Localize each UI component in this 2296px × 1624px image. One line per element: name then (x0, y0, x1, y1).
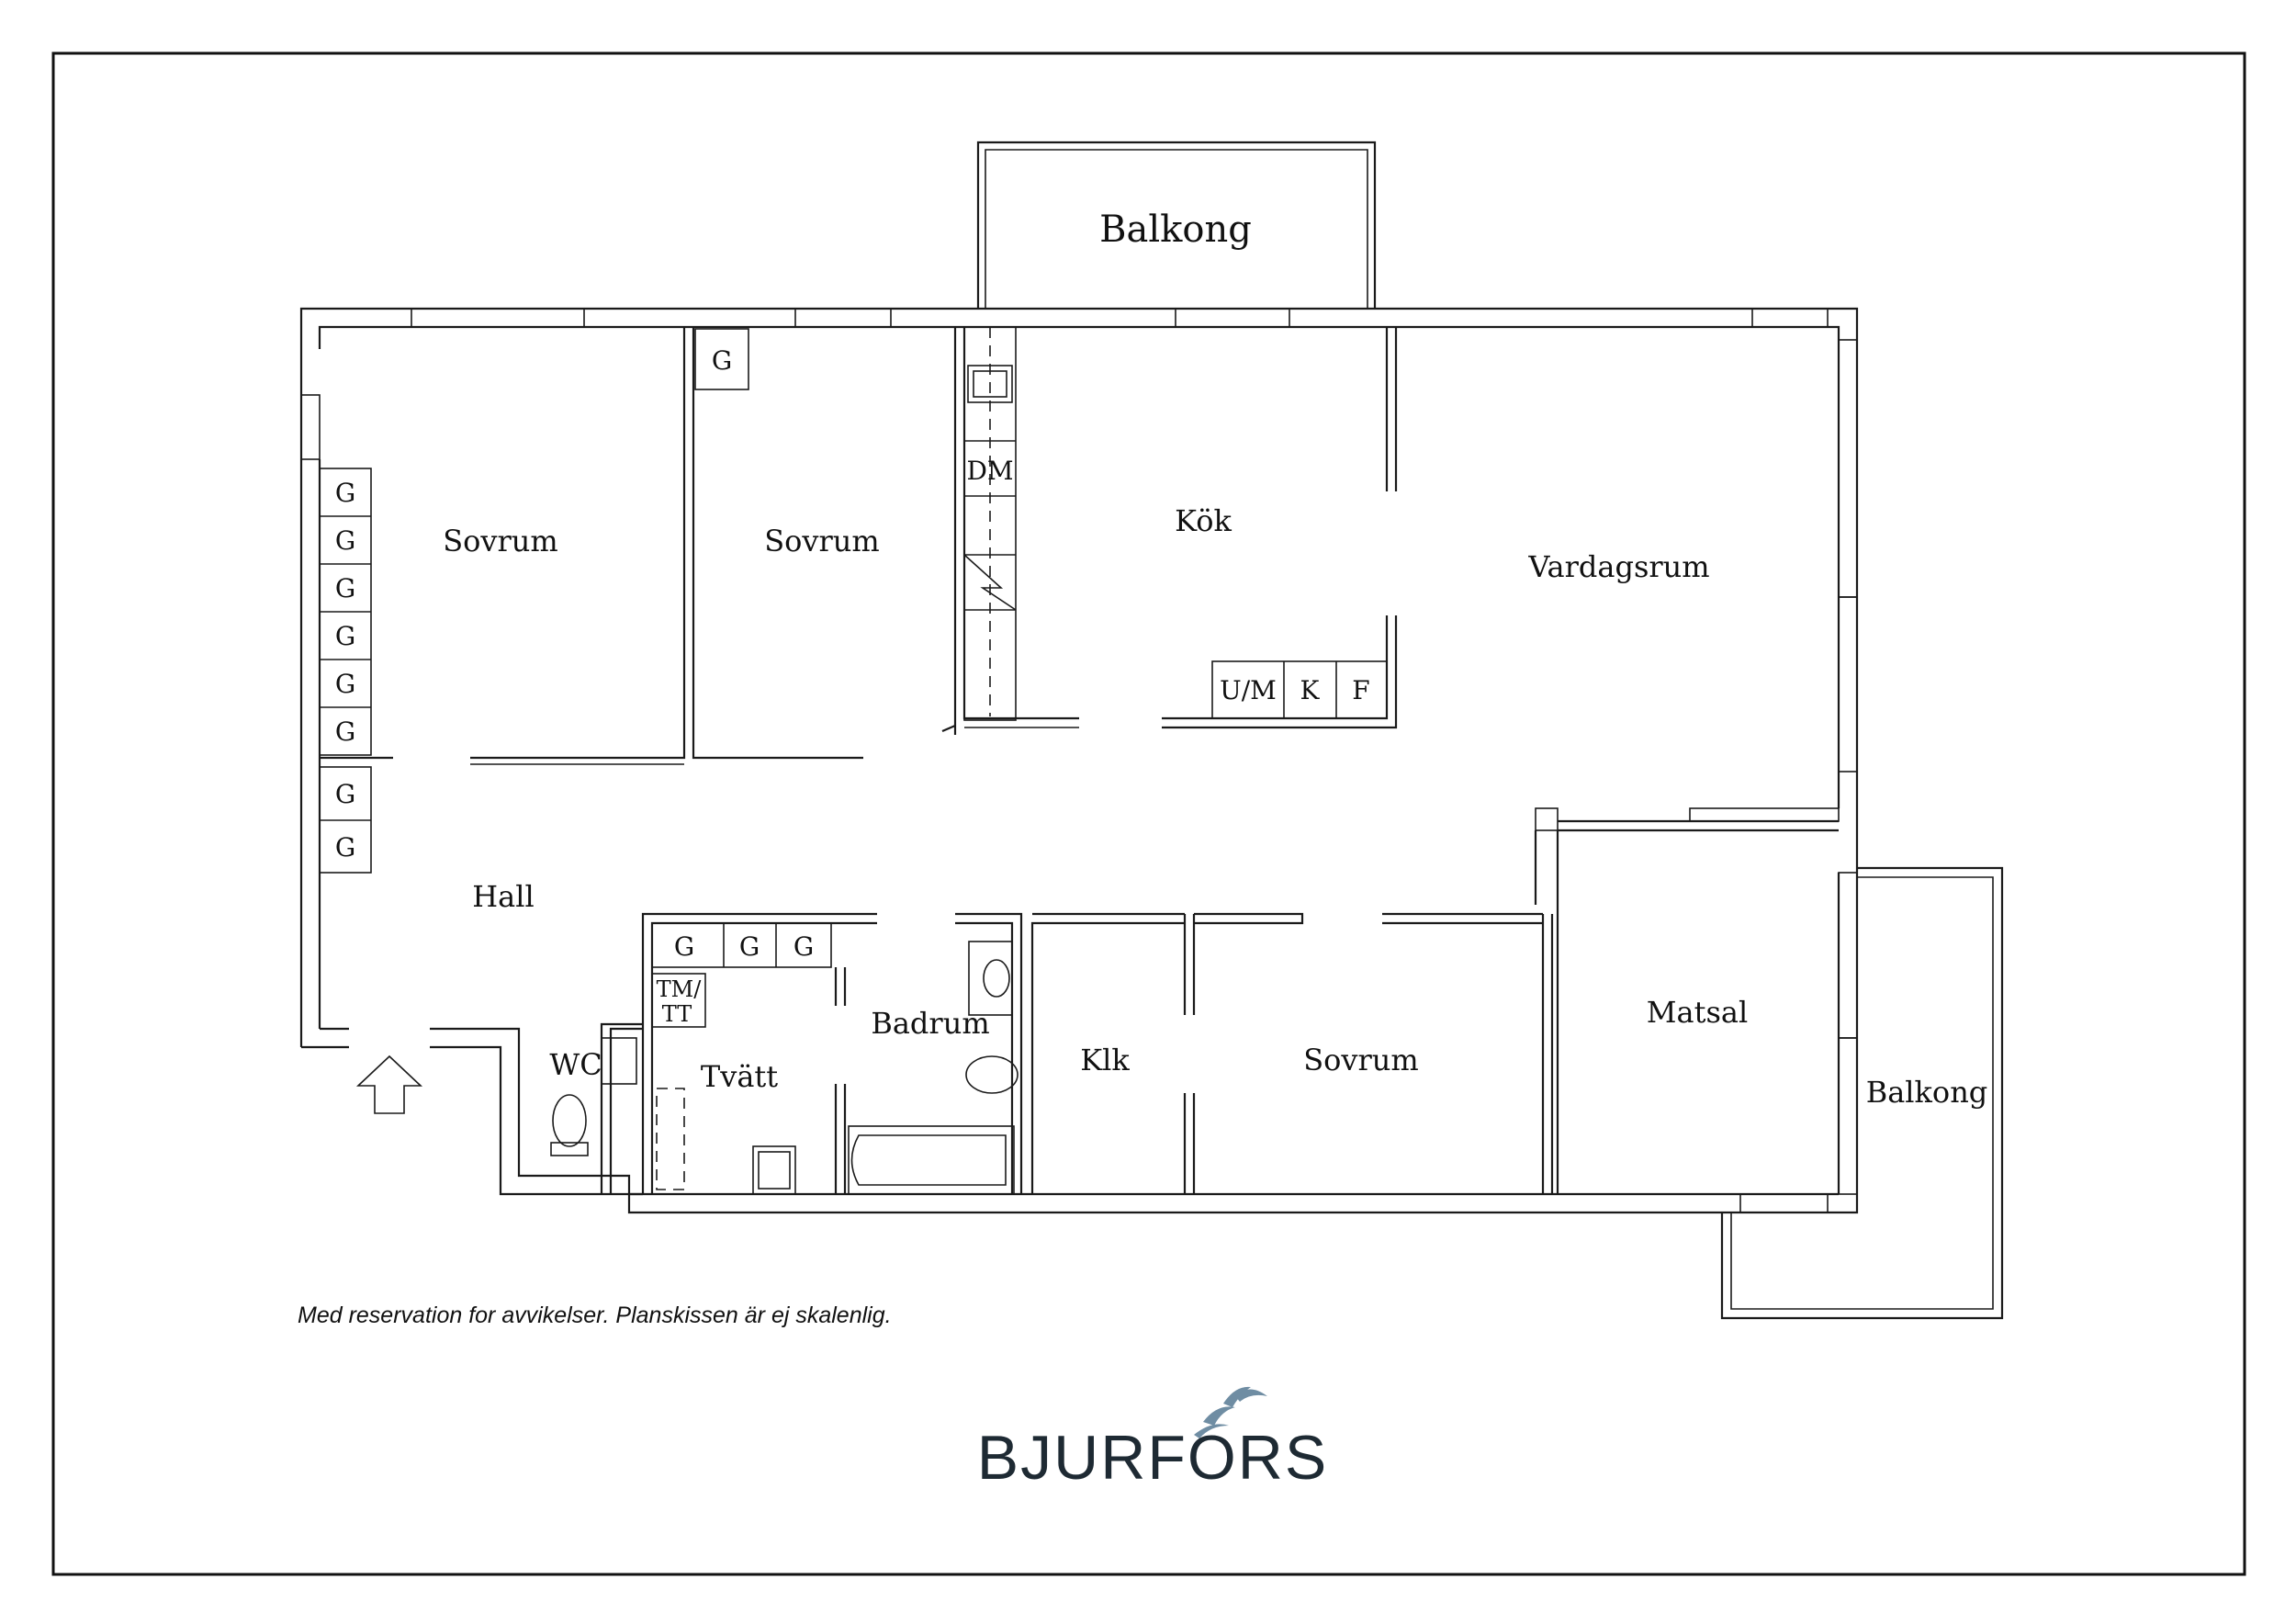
tumbler-label-line-1: TM/ (657, 976, 703, 1002)
room-label-vardagsrum: Vardagsrum (1527, 549, 1709, 584)
disclaimer-note: Med reservation for avvikelser. Planskis… (298, 1303, 892, 1328)
room-label-matsal: Matsal (1647, 995, 1748, 1030)
wardrobe-label: G (335, 478, 355, 508)
room-label-klk: Klk (1080, 1043, 1130, 1077)
room-label-balkong-top: Balkong (1099, 209, 1252, 251)
freezer-label: F (1352, 675, 1369, 705)
dining-room-walls (1534, 807, 1858, 1195)
wardrobe-labels: G G G G G G G G G G G G (335, 345, 814, 962)
room-label-balkong-right: Balkong (1866, 1075, 1988, 1110)
room-label-sovrum-3: Sovrum (1303, 1043, 1419, 1077)
bedroom-3-walls (1030, 912, 1554, 1194)
room-label-hall: Hall (472, 879, 534, 914)
room-label-sovrum-1: Sovrum (443, 524, 558, 558)
wardrobe-bedroom-2 (694, 328, 749, 390)
kitchen-living-divider (1162, 327, 1398, 729)
room-label-badrum: Badrum (871, 1006, 989, 1041)
fridge-label: K (1300, 675, 1321, 705)
bird-logo-icon (1194, 1386, 1267, 1438)
wardrobe-label: G (712, 345, 732, 376)
laundry-bathroom-walls (641, 912, 1023, 1195)
room-label-sovrum-2: Sovrum (764, 524, 880, 558)
page-frame (51, 51, 2246, 1576)
bedroom-1-walls (320, 327, 863, 765)
dishwasher-label: DM (966, 456, 1013, 486)
wardrobe-label: G (335, 832, 355, 863)
microwave-label: U/M (1220, 675, 1277, 705)
wc-walls (550, 1022, 643, 1194)
wardrobe-label: G (335, 716, 355, 747)
wardrobes-left (319, 468, 372, 874)
wardrobe-label: G (335, 525, 355, 556)
wardrobe-label: G (335, 621, 355, 651)
wardrobe-label: G (335, 573, 355, 603)
room-label-kok: Kök (1175, 503, 1232, 538)
wardrobe-label: G (674, 931, 694, 962)
wardrobe-label: G (335, 779, 355, 809)
tumbler-label-line-2: TT (662, 1001, 692, 1027)
outer-walls (299, 307, 1859, 1214)
wardrobe-label: G (793, 931, 814, 962)
brand-name: BJURFORS (977, 1423, 1328, 1493)
wardrobe-label: G (335, 669, 355, 699)
balcony-top (976, 141, 1377, 309)
wardrobe-label: G (739, 931, 760, 962)
entrance-arrow-icon (355, 1054, 423, 1114)
room-label-tvatt: Tvätt (701, 1059, 778, 1094)
room-label-wc: WC (549, 1047, 602, 1082)
balcony-right (1720, 866, 2004, 1320)
kitchen-counter (941, 326, 1079, 735)
